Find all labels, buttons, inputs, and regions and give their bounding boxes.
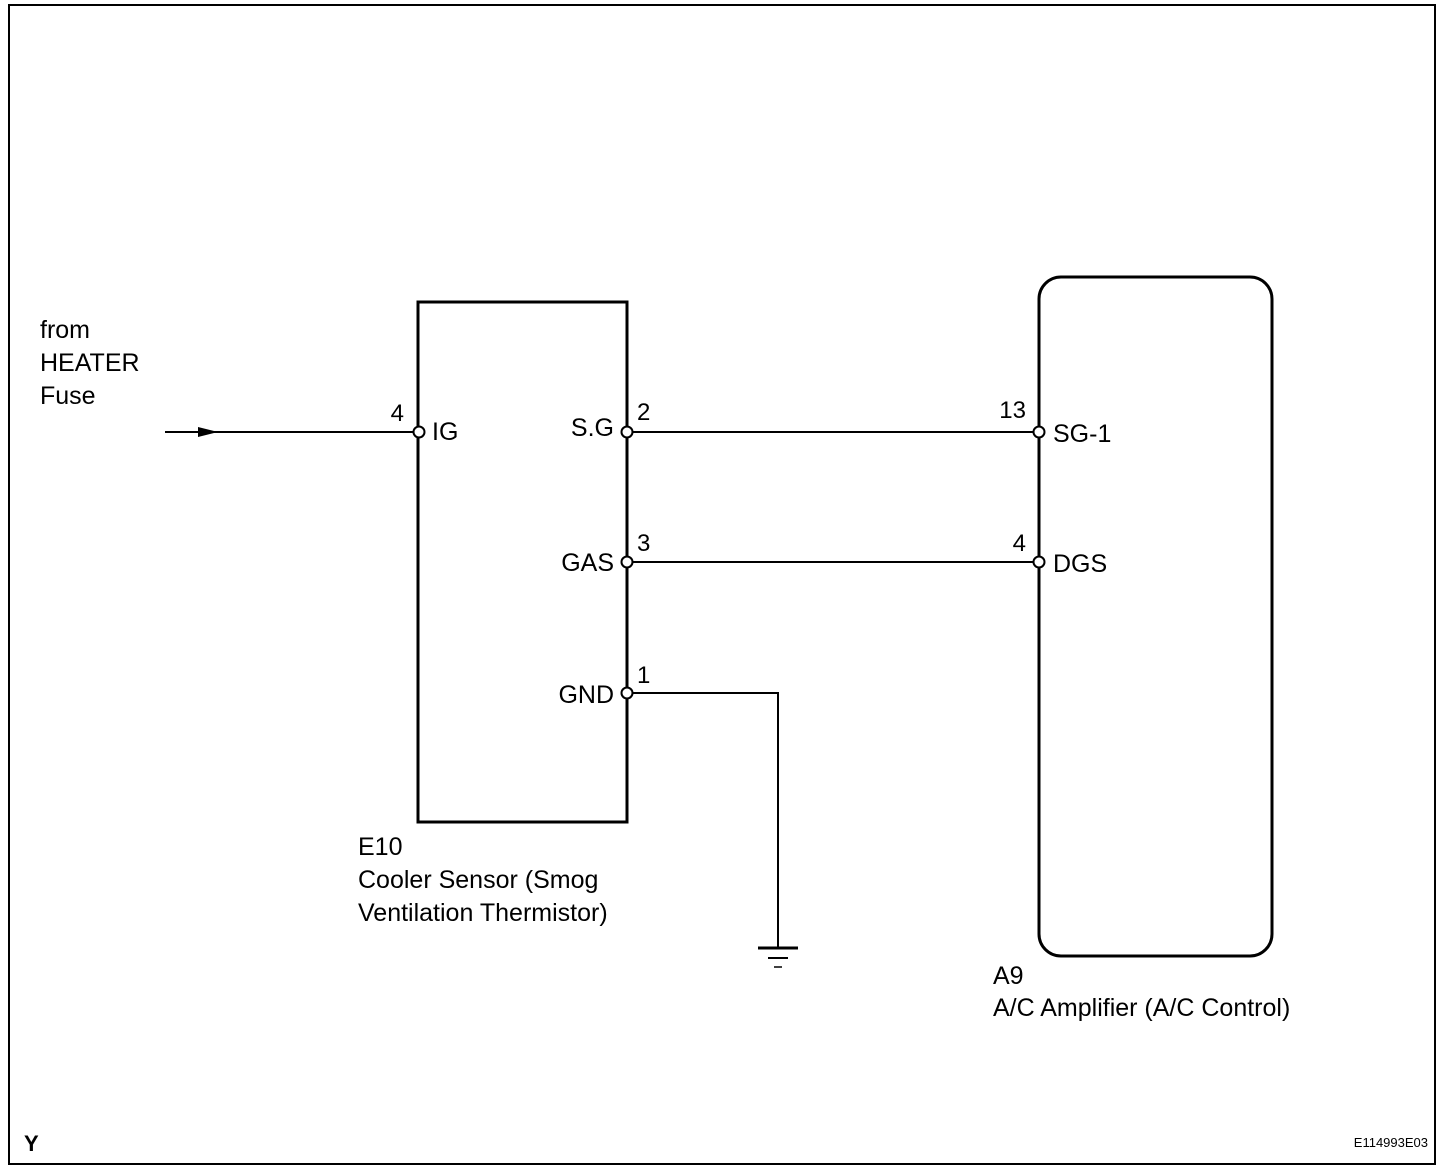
pin-name-sg: S.G xyxy=(571,414,614,442)
source-label-fuse: Fuse xyxy=(40,382,96,410)
sensor-name-line1: Cooler Sensor (Smog xyxy=(358,866,598,894)
terminal-dgs xyxy=(1032,555,1046,569)
pin-number-sg1: 13 xyxy=(999,397,1026,424)
figure-id: E114993E03 xyxy=(1354,1135,1428,1150)
pin-name-gas: GAS xyxy=(561,549,614,577)
pin-number-gas: 3 xyxy=(637,530,650,557)
terminal-gas xyxy=(620,555,634,569)
terminal-sg xyxy=(620,425,634,439)
pin-name-gnd: GND xyxy=(558,681,614,709)
pin-name-sg1: SG-1 xyxy=(1053,420,1111,448)
sensor-connector-label: E10 xyxy=(358,833,402,861)
diagram-frame xyxy=(8,4,1436,1165)
source-label-heater: HEATER xyxy=(40,349,140,377)
wire-gnd-to-ground xyxy=(632,692,779,947)
terminal-sg1 xyxy=(1032,425,1046,439)
sensor-name-line2: Ventilation Thermistor) xyxy=(358,899,608,927)
amplifier-connector-label: A9 xyxy=(993,962,1024,990)
ground-icon xyxy=(758,946,798,968)
pin-number-ig: 4 xyxy=(391,400,404,427)
pin-name-dgs: DGS xyxy=(1053,550,1107,578)
amplifier-a9-box xyxy=(1037,275,1274,958)
corner-letter: Y xyxy=(24,1131,39,1156)
pin-number-sg: 2 xyxy=(637,399,650,426)
pin-number-gnd: 1 xyxy=(637,662,650,689)
source-label-from: from xyxy=(40,316,90,344)
terminal-ig xyxy=(412,425,426,439)
terminal-gnd xyxy=(620,686,634,700)
arrow-icon xyxy=(198,427,218,437)
pin-number-dgs: 4 xyxy=(1013,530,1026,557)
amplifier-name: A/C Amplifier (A/C Control) xyxy=(993,994,1290,1022)
pin-name-ig: IG xyxy=(432,418,458,446)
